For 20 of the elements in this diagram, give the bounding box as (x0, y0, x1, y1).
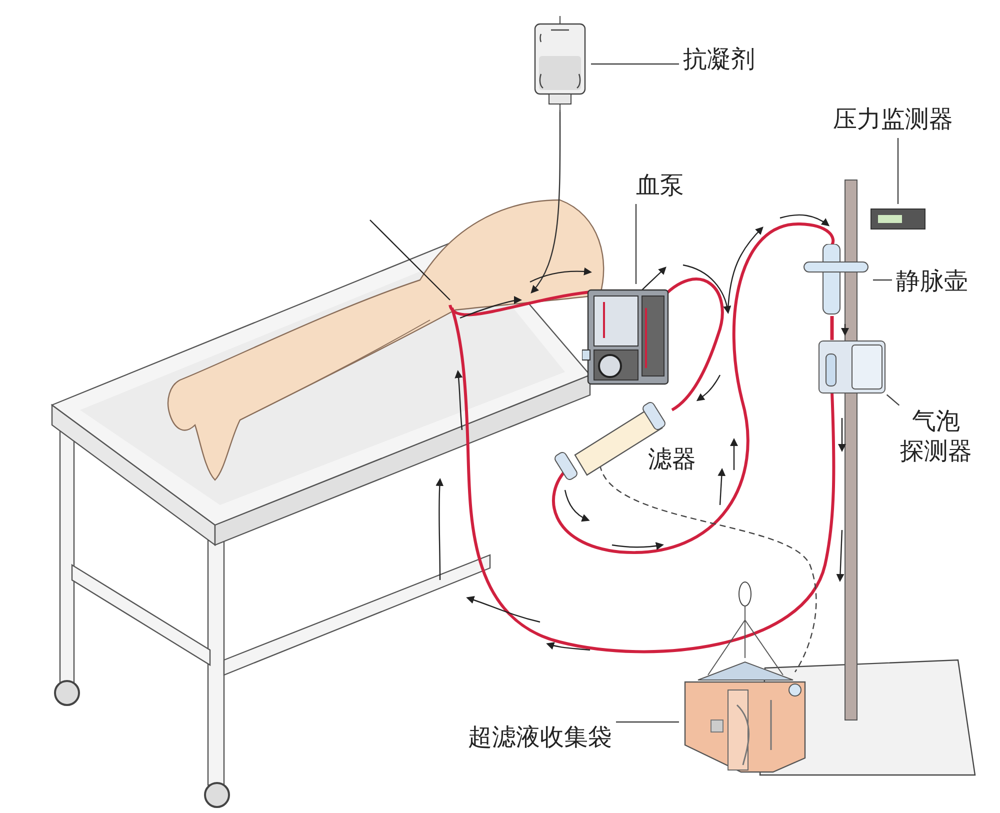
leader-line (635, 204, 637, 284)
infusion-bag (533, 16, 587, 112)
collection-bag (683, 580, 808, 774)
tube (830, 316, 834, 340)
leader-line (886, 394, 900, 406)
blood-pump (582, 288, 670, 386)
part-label: 静脉壶 (896, 266, 968, 296)
part-label: 滤器 (648, 444, 696, 474)
part-label: 压力监测器 (833, 104, 953, 134)
part-label: 血泵 (636, 170, 684, 200)
bubble-detector (818, 340, 886, 394)
drip-chamber (803, 244, 869, 316)
part-label: 超滤液收集袋 (468, 722, 612, 752)
pressure-monitor (870, 208, 926, 230)
part-label: 气泡探测器 (900, 406, 972, 466)
leader-line (591, 63, 679, 65)
leader-line (873, 279, 892, 281)
part-label: 抗凝剂 (683, 44, 755, 74)
leader-line (897, 138, 899, 204)
leader-line (616, 721, 679, 723)
